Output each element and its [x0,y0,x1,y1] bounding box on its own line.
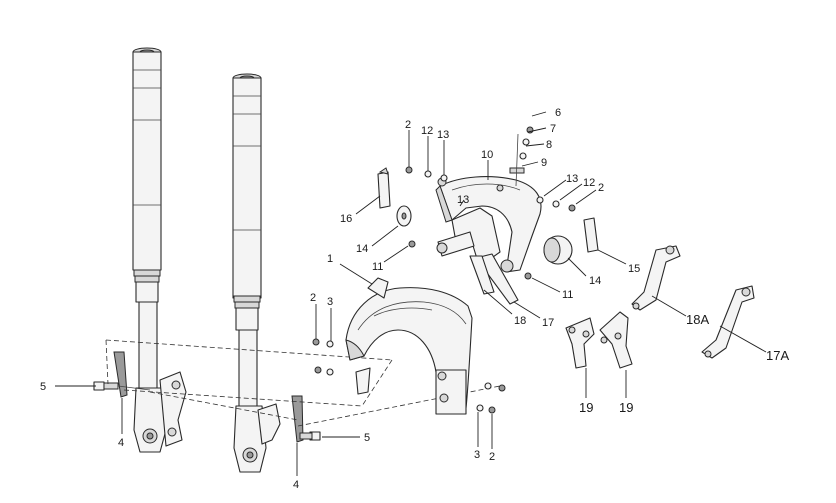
bolt-stack-right [536,196,576,212]
label-4-left: 4 [118,437,124,449]
label-13-right: 13 [566,173,578,185]
label-11-left: 11 [372,261,383,273]
label-19-left: 19 [579,400,593,415]
bolt-11-right [524,272,532,280]
label-14-right: 14 [589,275,601,287]
clip-15 [583,217,599,253]
bracket-17a [701,285,755,359]
label-11-right: 11 [562,289,573,301]
label-9: 9 [541,157,547,169]
bracket-19-left [565,317,595,369]
fork-bracket-left [93,351,151,398]
fender-bolts-left [312,304,334,376]
front-fender [345,277,473,415]
label-4-right: 4 [293,479,299,491]
label-19-right: 19 [619,400,633,415]
reflector-left [396,205,412,227]
label-10: 10 [481,149,493,161]
label-2-fender-left: 2 [310,292,316,304]
left-fork-leg [132,47,187,453]
label-7: 7 [550,123,556,135]
label-1: 1 [327,253,333,265]
label-13-top: 13 [437,129,449,141]
label-5-left: 5 [40,381,46,393]
right-fork-leg [232,73,281,473]
label-2-top: 2 [405,119,411,131]
reflector-right [543,235,573,265]
label-18a: 18A [686,312,709,327]
bolt-stack-top-left [405,130,448,182]
label-2-fender-right: 2 [489,451,495,463]
bolt-column [509,126,534,187]
label-5-right: 5 [364,432,370,444]
label-12-top: 12 [421,125,433,137]
label-16: 16 [340,213,352,225]
label-12-right: 12 [583,177,595,189]
bracket-18a [631,245,681,311]
label-6: 6 [555,107,561,119]
label-3-fender-right: 3 [474,449,480,461]
label-13-mid: 13 [457,194,469,206]
label-17a: 17A [766,348,789,363]
bolt-11-left [408,240,416,248]
fork-bracket-right [291,395,321,443]
bracket-19-right [599,311,633,369]
label-18: 18 [514,315,526,327]
label-8: 8 [546,139,552,151]
clip-16 [377,167,391,209]
label-2-right: 2 [598,182,604,194]
headlight-bracket [435,176,542,305]
label-3-fender-left: 3 [327,296,333,308]
label-15: 15 [628,263,640,275]
label-17: 17 [542,317,554,329]
fender-bolts-right [476,382,506,449]
label-14-left: 14 [356,243,368,255]
